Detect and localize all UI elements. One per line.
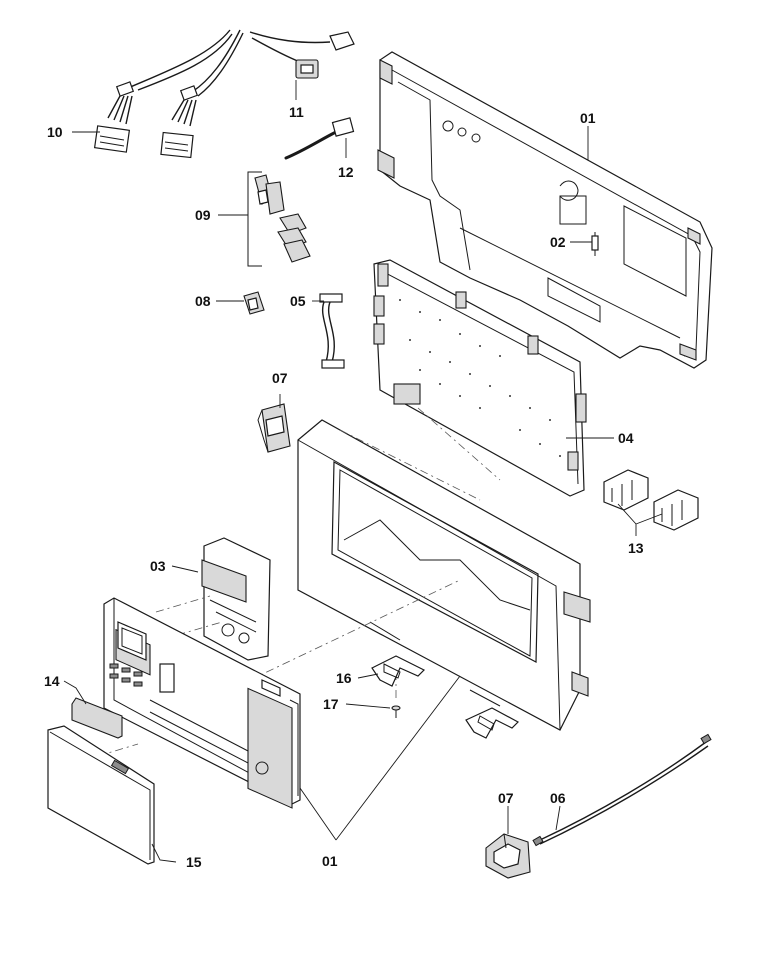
- part-08-clip: [243, 291, 265, 315]
- part-10-wiring-harness: [93, 29, 244, 159]
- part-14-small-cover: [71, 697, 123, 739]
- part-16-mounting-brackets: [371, 655, 519, 739]
- part-09-strain-reliefs: [247, 171, 311, 267]
- callout-13: 13: [628, 540, 644, 556]
- callout-12: 12: [338, 164, 354, 180]
- callout-03: 03: [150, 558, 166, 574]
- callout-labels: 10 11 12 09 08 05 07 01 02 04 13 03 14 1…: [44, 104, 644, 870]
- callout-06: 06: [550, 790, 566, 806]
- part-03-relay-module: [201, 537, 271, 661]
- callout-15: 15: [186, 854, 202, 870]
- part-15-front-cover: [47, 725, 155, 865]
- part-12-sensor-cable: [284, 117, 355, 160]
- part-11-plug-cable: [249, 31, 355, 79]
- part-01-rear-housing: [377, 51, 713, 369]
- callout-07-lower: 07: [498, 790, 514, 806]
- part-02-fuse: [591, 232, 599, 256]
- callout-08: 08: [195, 293, 211, 309]
- part-17-screw: [391, 705, 401, 718]
- callout-17: 17: [323, 696, 339, 712]
- callout-11: 11: [289, 104, 304, 120]
- part-06-sensor-lead: [532, 733, 712, 847]
- part-04-circuit-board: [373, 259, 587, 497]
- part-01-control-panel: [103, 597, 301, 809]
- callout-02: 02: [550, 234, 566, 250]
- keypad-buttons: [109, 663, 143, 687]
- part-07-cable-clip-lower: [485, 833, 531, 879]
- callout-10: 10: [47, 124, 63, 140]
- part-07-cable-clip-upper: [257, 403, 291, 453]
- callout-01-top: 01: [580, 110, 596, 126]
- callout-04: 04: [618, 430, 634, 446]
- part-05-ribbon-cable: [319, 293, 345, 369]
- callout-09: 09: [195, 207, 211, 223]
- callout-05: 05: [290, 293, 306, 309]
- callout-07-upper: 07: [272, 370, 288, 386]
- part-13-terminal-blocks: [603, 469, 699, 531]
- leader-lines: [63, 80, 663, 863]
- part-01-front-frame: [297, 419, 591, 731]
- callout-01-bottom: 01: [322, 853, 338, 869]
- callout-14: 14: [44, 673, 60, 689]
- callout-16: 16: [336, 670, 352, 686]
